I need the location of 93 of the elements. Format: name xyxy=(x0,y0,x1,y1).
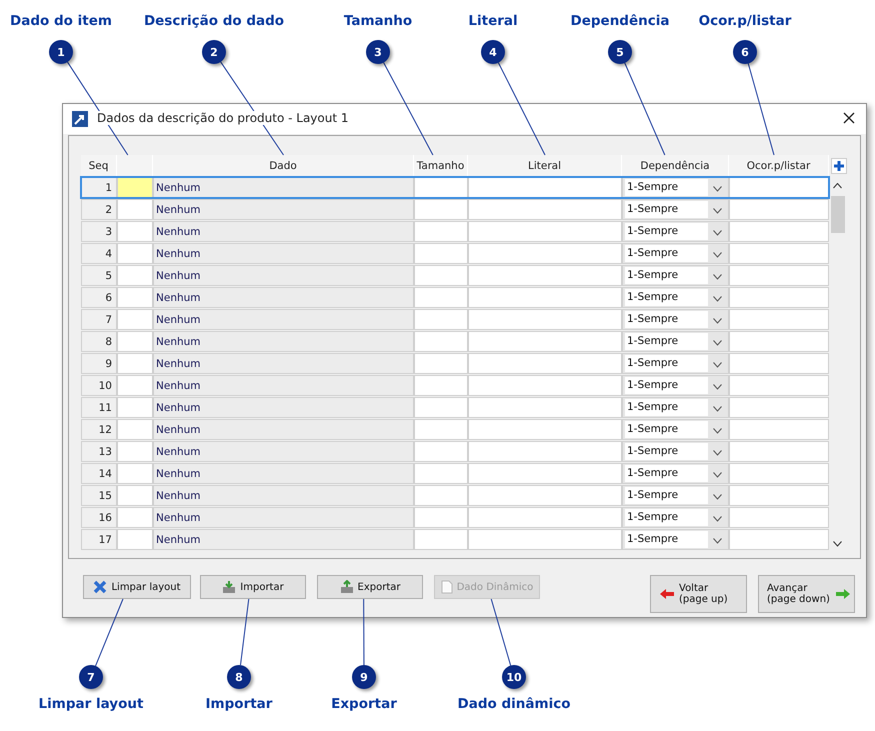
row-number: 9 xyxy=(81,353,117,374)
callout-heading: Importar xyxy=(206,696,272,712)
leader-line xyxy=(95,598,124,666)
row-number: 6 xyxy=(81,287,117,308)
row-number: 17 xyxy=(81,529,117,550)
column-header: Dependência xyxy=(622,155,729,177)
data-value: Nenhum xyxy=(153,375,414,396)
dropdown: 1-Sempre xyxy=(622,177,729,198)
callout-number: 3 xyxy=(366,40,390,64)
dropdown: 1-Sempre xyxy=(622,353,729,374)
callout-number: 6 xyxy=(733,40,757,64)
callout-heading: Literal xyxy=(468,13,518,29)
leader-line xyxy=(240,598,250,666)
row-number: 16 xyxy=(81,507,117,528)
dropdown: 1-Sempre xyxy=(622,463,729,484)
data-value: Nenhum xyxy=(153,397,414,418)
leader-line xyxy=(490,598,512,666)
back-button: Voltar (page up) xyxy=(650,575,747,613)
dropdown: 1-Sempre xyxy=(622,287,729,308)
row-number: 15 xyxy=(81,485,117,506)
leader-line xyxy=(220,61,284,156)
data-value: Nenhum xyxy=(153,529,414,550)
data-value: Nenhum xyxy=(153,485,414,506)
callout-heading: Ocor.p/listar xyxy=(698,13,792,29)
callout-heading: Descrição do dado xyxy=(144,13,284,29)
leader-line xyxy=(624,62,666,156)
column-header: Seq xyxy=(81,155,117,177)
callout-heading: Exportar xyxy=(331,696,397,712)
dropdown: 1-Sempre xyxy=(622,507,729,528)
dropdown: 1-Sempre xyxy=(622,309,729,330)
row-number: 12 xyxy=(81,419,117,440)
row-number: 5 xyxy=(81,265,117,286)
callout-number: 9 xyxy=(352,665,376,689)
data-value: Nenhum xyxy=(153,199,414,220)
callout-number: 5 xyxy=(608,40,632,64)
callout-number: 2 xyxy=(202,40,226,64)
row-number: 8 xyxy=(81,331,117,352)
dropdown: 1-Sempre xyxy=(622,265,729,286)
data-value: Nenhum xyxy=(153,463,414,484)
clear-button: Limpar layout xyxy=(83,575,191,599)
dropdown: 1-Sempre xyxy=(622,375,729,396)
callout-heading: Tamanho xyxy=(344,13,412,29)
callout-number: 4 xyxy=(481,40,505,64)
row-number: 4 xyxy=(81,243,117,264)
dropdown: 1-Sempre xyxy=(622,441,729,462)
data-value: Nenhum xyxy=(153,507,414,528)
column-header: Literal xyxy=(468,155,622,177)
column-header: Tamanho xyxy=(414,155,468,177)
dropdown: 1-Sempre xyxy=(622,331,729,352)
dropdown: 1-Sempre xyxy=(622,419,729,440)
data-value: Nenhum xyxy=(153,309,414,330)
leader-line xyxy=(363,598,364,666)
export-button: Exportar xyxy=(317,575,423,599)
callout-heading: Dado do item xyxy=(10,13,112,29)
data-value: Nenhum xyxy=(153,265,414,286)
row-number: 3 xyxy=(81,221,117,242)
row-number: 2 xyxy=(81,199,117,220)
column-header: Ocor.p/listar xyxy=(729,155,829,177)
row-number: 7 xyxy=(81,309,117,330)
row-number: 13 xyxy=(81,441,117,462)
callout-heading: Dependência xyxy=(570,13,670,29)
dynamic-data-button: Dado Dinâmico xyxy=(434,575,540,599)
callout-heading: Dado dinâmico xyxy=(458,696,570,712)
data-value: Nenhum xyxy=(153,243,414,264)
data-value: Nenhum xyxy=(153,441,414,462)
dropdown: 1-Sempre xyxy=(622,199,729,220)
callout-heading: Limpar layout xyxy=(38,696,144,712)
row-number: 10 xyxy=(81,375,117,396)
column-header: Dado xyxy=(153,155,414,177)
callout-number: 7 xyxy=(79,665,103,689)
callout-number: 8 xyxy=(227,665,251,689)
dropdown: 1-Sempre xyxy=(622,243,729,264)
data-value: Nenhum xyxy=(153,177,414,198)
dropdown: 1-Sempre xyxy=(622,529,729,550)
next-button: Avançar (page down) xyxy=(758,575,855,613)
dropdown: 1-Sempre xyxy=(622,221,729,242)
callout-number: 10 xyxy=(502,665,526,689)
leader-line xyxy=(67,62,128,156)
leader-line xyxy=(748,63,774,156)
dropdown: 1-Sempre xyxy=(622,397,729,418)
leader-line xyxy=(383,62,434,156)
data-value: Nenhum xyxy=(153,419,414,440)
row-number: 11 xyxy=(81,397,117,418)
import-button: Importar xyxy=(200,575,306,599)
window-title: Dados da descrição do produto - Layout 1 xyxy=(97,111,349,125)
data-value: Nenhum xyxy=(153,331,414,352)
data-value: Nenhum xyxy=(153,287,414,308)
data-value: Nenhum xyxy=(153,221,414,242)
leader-line xyxy=(498,62,546,156)
row-number: 14 xyxy=(81,463,117,484)
callout-number: 1 xyxy=(49,40,73,64)
dropdown: 1-Sempre xyxy=(622,485,729,506)
data-value: Nenhum xyxy=(153,353,414,374)
